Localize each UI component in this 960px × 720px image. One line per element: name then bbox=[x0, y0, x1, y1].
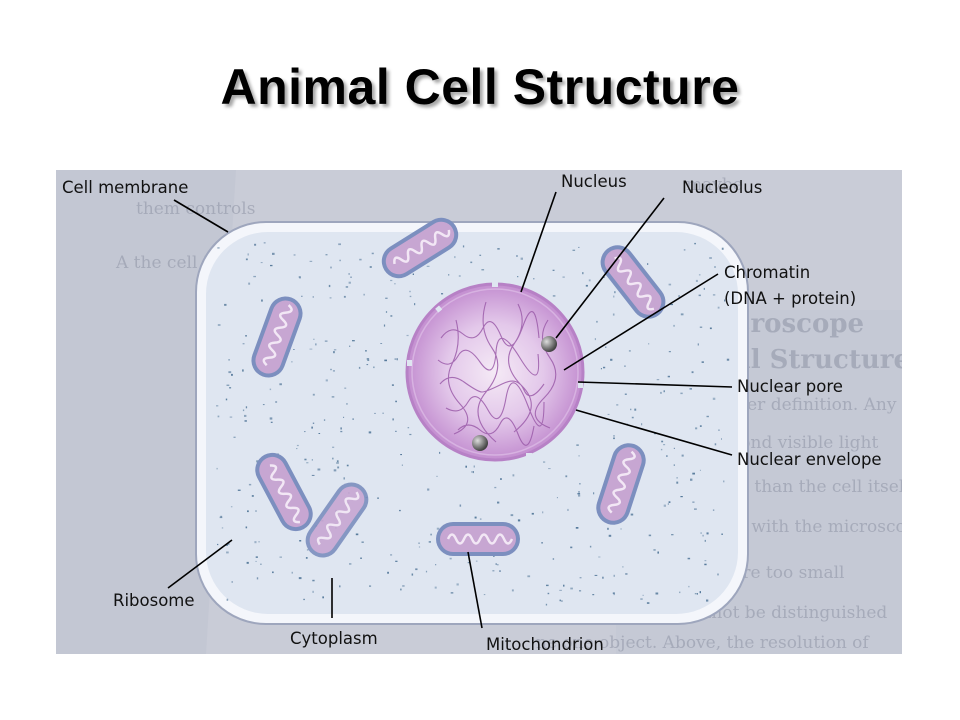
mitochondrion bbox=[434, 520, 522, 558]
svg-text:maybe: maybe bbox=[686, 175, 743, 195]
cell-diagram: maybe them controls A the cell interior … bbox=[56, 170, 902, 654]
label-nucleus: Nucleus bbox=[561, 172, 627, 191]
svg-text:ne one object. Above, the reso: ne one object. Above, the resolution of bbox=[536, 633, 870, 653]
slide-title: Animal Cell Structure bbox=[220, 59, 740, 115]
label-nuclear-envelope: Nuclear envelope bbox=[737, 450, 882, 469]
label-chromatin: Chromatin bbox=[724, 263, 810, 282]
svg-text:them controls: them controls bbox=[136, 199, 255, 219]
label-nuclear-pore: Nuclear pore bbox=[737, 377, 843, 396]
nucleolus bbox=[472, 435, 488, 451]
label-nucleolus: Nucleolus bbox=[682, 178, 762, 197]
nucleolus bbox=[541, 336, 557, 352]
label-mitochondrion: Mitochondrion bbox=[486, 635, 604, 654]
chromatin bbox=[437, 301, 557, 446]
label-ribosome: Ribosome bbox=[113, 591, 195, 610]
leader-lines bbox=[167, 191, 733, 629]
label-cell-membrane: Cell membrane bbox=[62, 178, 188, 197]
label-cytoplasm: Cytoplasm bbox=[290, 629, 378, 648]
nucleus bbox=[405, 282, 585, 462]
label-chromatin-detail: (DNA + protein) bbox=[724, 289, 856, 308]
